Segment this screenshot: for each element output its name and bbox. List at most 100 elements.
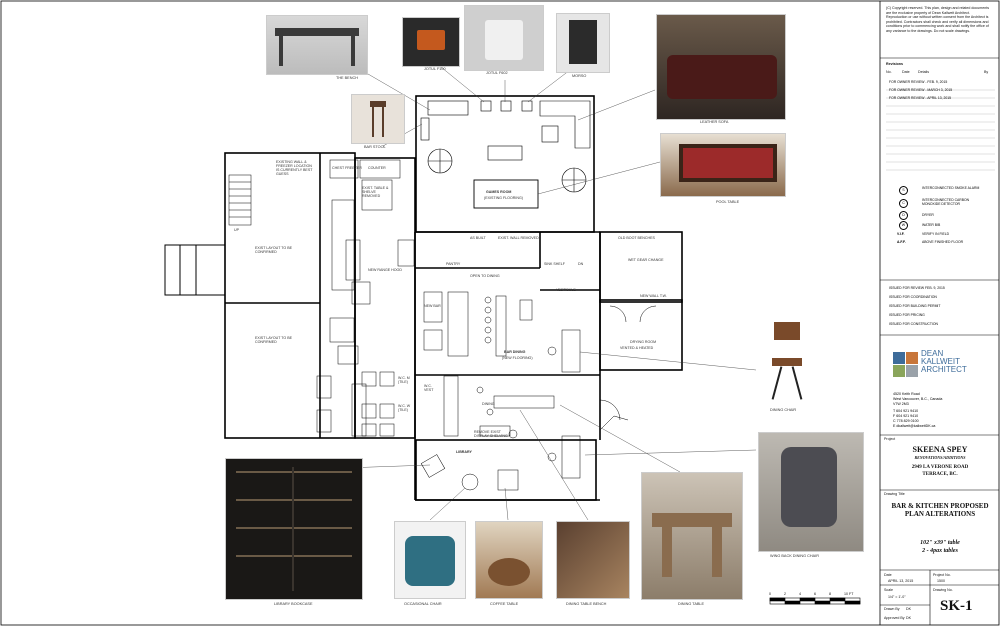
dining-table-caption: DINING TABLE — [678, 602, 705, 606]
drying-room-sub-label: VENTED & HEATED — [620, 346, 654, 350]
open-to-dining-label: OPEN TO DINING — [470, 274, 500, 278]
wing-back-chair-photo — [758, 432, 864, 552]
wet-gear-label: WET GEAR CHANGE — [628, 258, 664, 262]
scale-4: 4 — [799, 592, 801, 596]
dining-table-photo — [641, 472, 743, 600]
dining-bench-caption: DINING TABLE BENCH — [566, 602, 607, 606]
address-line: V7W 2M3 — [893, 401, 909, 406]
exist-wall-note: EXISTING WALL & FREEZER LOCATION IS CURR… — [276, 160, 313, 176]
rev-no-header: No. — [886, 70, 892, 74]
project-label: Project — [884, 437, 896, 441]
drawing-no-label: Drawing No. — [933, 588, 953, 592]
dining-chair-caption: DINING CHAIR — [770, 408, 797, 412]
rev-by-header: By — [984, 70, 989, 74]
bench-caption: THE BENCH — [336, 76, 358, 80]
stove-2-caption: Jotul F602 — [486, 71, 508, 75]
pool-table-caption: POOL TABLE — [716, 200, 740, 204]
range-hood-label: NEW RANGE HOOD — [368, 268, 402, 272]
revision-row: FOR OWNER REVIEW - APRIL 13, 2015 — [889, 96, 952, 100]
firm-name-line: KALLWEIT — [921, 357, 960, 366]
wc-w-label: W.C. W (TILE) — [398, 404, 411, 412]
as-built-label: AS BUILT — [470, 236, 486, 240]
stove-photo-3 — [556, 13, 610, 73]
legend-text: VERIFY IN FIELD — [922, 232, 950, 236]
scale-label: Scale — [884, 588, 893, 592]
pool-table-photo — [660, 133, 786, 197]
scale-bar — [769, 597, 861, 605]
legend-text: INTERCONNECTED SMOKE ALARM — [922, 186, 980, 190]
project-name: SKEENA SPEY — [912, 445, 968, 454]
wing-back-caption: WING BACK DINING CHAIR — [770, 554, 819, 558]
issued-row: ISSUED FOR BUILDING PERMIT — [889, 304, 941, 308]
stove-3-caption: Morso — [572, 74, 587, 78]
dining-chair-photo — [756, 318, 818, 404]
project-sub: RENOVATIONS/ADDITIONS — [914, 455, 966, 460]
dn-label: DN — [578, 262, 584, 266]
bar-dining-sub-label: (NEW FLOORING) — [502, 356, 533, 360]
firm-name-line: ARCHITECT — [921, 365, 967, 374]
sheet-number: SK-1 — [940, 598, 973, 614]
coffee-table-caption: COFFEE TABLE — [490, 602, 519, 606]
vestibule-walls — [540, 231, 683, 371]
approved-by-label: Approved By — [884, 616, 905, 620]
scale-2: 2 — [784, 592, 786, 596]
revision-row: FOR OWNER REVIEW - MARCH 3, 2015 — [889, 88, 953, 92]
firm-name-line: DEAN — [921, 349, 944, 358]
dining-label: DINING — [482, 402, 495, 406]
exist-layout-1-label: EXIST LAYOUT TO BE CONFIRMED — [255, 246, 293, 254]
drawing-sub-2: 2 - 4pax tables — [922, 548, 958, 554]
legend-symbol: S — [899, 186, 908, 195]
stove-1-caption: Jotul F100 — [424, 67, 446, 71]
scale-6: 6 — [814, 592, 816, 596]
occasional-chair-photo — [394, 521, 466, 599]
boot-benches-label: OLD BOOT BENCHES — [618, 236, 655, 240]
scale-0: 0 — [769, 592, 771, 596]
bar-stool-photo — [351, 94, 405, 144]
scale-8: 8 — [829, 592, 831, 596]
drawn-by-label: Drawn By — [884, 607, 900, 611]
drawn-by-value: DK — [906, 607, 911, 611]
issued-row: ISSUED FOR REVIEW FEB. 9, 2015 — [889, 286, 945, 290]
address-line: T 604 921 9410 — [893, 409, 919, 414]
entry-porch — [164, 244, 226, 296]
games-room-sub-label: (EXISTING FLOORING) — [484, 196, 523, 200]
revisions-heading: Revisions — [886, 62, 903, 66]
stove-photo-2 — [464, 5, 544, 71]
bench-photo — [266, 15, 368, 75]
games-room-label: GAMES ROOM — [486, 190, 512, 194]
leather-sofa-photo — [656, 14, 786, 120]
new-bar-label: NEW BAR — [424, 304, 441, 308]
bar-dining-label: BAR DINING — [504, 350, 526, 354]
drawing-title: BAR & KITCHEN PROPOSED PLAN ALTERATIONS — [891, 502, 989, 518]
bar-walls — [414, 231, 601, 501]
legend-text: WATER BIB — [922, 223, 941, 227]
wc-vest-label: W.C. VEST — [424, 384, 434, 392]
exist-layout-2-label: EXIST LAYOUT TO BE CONFIRMED — [255, 336, 293, 344]
new-wall-label: NEW WALL T.W. — [640, 294, 667, 298]
stair-up-label: UP — [234, 228, 239, 232]
issued-row: ISSUED FOR COORDINATION — [889, 295, 937, 299]
drawing-title-label: Drawing Title — [884, 492, 905, 496]
project-no-label: Project No. — [933, 573, 951, 577]
address-line: C 778 829 0100 — [893, 418, 919, 423]
project-address-1: 2949 LA VERONE ROAD — [911, 465, 969, 470]
stairs — [228, 174, 252, 226]
address-line: 4520 Keith Road — [893, 392, 920, 396]
firm-address: 4520 Keith Road West Vancouver, B.C., Ca… — [893, 392, 942, 429]
games-room-walls — [415, 95, 595, 233]
issued-row: ISSUED FOR PRICING — [889, 313, 925, 317]
exist-table-label: EXIST. TABLE & SHELVE REMOVED — [362, 186, 389, 198]
date-label: Date — [884, 573, 892, 577]
legend-text: DRYER — [922, 213, 934, 217]
legend-symbol: W — [899, 221, 908, 230]
rev-details-header: Details — [918, 70, 929, 74]
copyright-note: (C) Copyright reserved. This plan, desig… — [886, 6, 990, 33]
approved-by-value: DK — [906, 616, 911, 620]
chest-freezer-label: CHEST FREEZER — [332, 166, 362, 170]
sink-shelf-label: SINK SHELF — [544, 262, 565, 266]
scale-value: 1/4" = 1'-0" — [888, 595, 906, 599]
remove-display-label: REMOVE EXIST DISPLAY SHELVING — [474, 430, 508, 438]
rev-date-header: Date — [902, 70, 910, 74]
stove-photo-1 — [402, 17, 460, 67]
address-line: West Vancouver, B.C., Canada — [893, 396, 943, 401]
